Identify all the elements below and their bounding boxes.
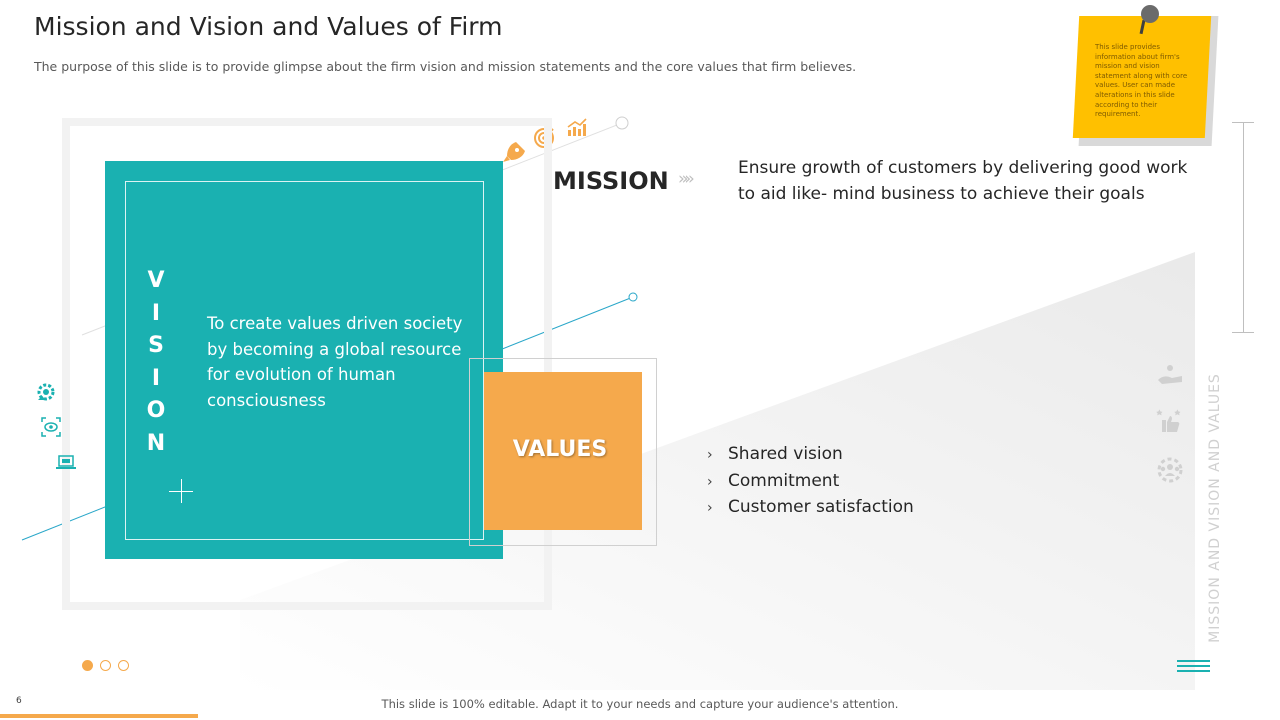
list-item: › Customer satisfaction [707,495,914,522]
vision-letter: O [146,398,166,423]
mission-statement: Ensure growth of customers by delivering… [738,158,1188,204]
vision-letter: I [151,300,161,326]
values-frame [469,358,657,546]
vision-inner-border [125,181,484,540]
values-box [484,372,642,530]
line-end-circle [628,292,638,302]
hand-coin-icon [1158,365,1182,384]
page-subtitle: The purpose of this slide is to provide … [34,59,857,74]
footer-text: This slide is 100% editable. Adapt it to… [381,697,899,711]
left-icons [37,383,76,469]
plus-icon [181,479,182,503]
vision-heading: V I S I O N [138,265,174,460]
list-item: › Commitment [707,469,914,496]
page-title: Mission and Vision and Values of Firm [34,12,503,41]
footer-accent-line [0,714,198,718]
vision-letter: I [151,365,161,391]
laptop-icon [56,455,76,469]
values-heading: VALUES [512,437,608,462]
value-item-text: Shared vision [728,444,843,464]
mission-heading: MISSION [553,167,669,195]
side-vertical-label: MISSION AND VISION AND VALUES [1207,373,1223,643]
bracket-cap-bottom [1232,332,1254,333]
menu-icon[interactable] [1177,660,1210,675]
team-gear-icon [1157,457,1183,483]
gear-person-icon [37,383,55,401]
page-number: 6 [16,696,22,706]
bracket-line [1243,122,1244,332]
vision-letter: N [146,430,166,456]
pushpin-icon [1141,5,1159,23]
bullet-chevron-icon: › [707,473,713,490]
thumbs-up-stars-icon [1156,409,1181,432]
values-list: › Shared vision › Commitment › Customer sat… [707,442,914,522]
chevron-right-icon: »» [678,169,695,189]
list-item: › Shared vision [707,442,914,469]
value-item-text: Customer satisfaction [728,497,914,517]
right-icons [1156,365,1183,483]
vision-letter: V [147,268,165,293]
vision-statement: To create values driven society by becom… [207,314,463,410]
grey-wedge [240,252,1195,690]
pagination-dot[interactable] [100,660,111,671]
pagination-dot-active[interactable] [82,660,93,671]
bullet-chevron-icon: › [707,447,713,463]
growth-chart-icon [567,118,587,136]
bracket-cap-top [1232,122,1254,123]
vision-box [105,161,503,559]
rocket-icon [503,142,525,162]
value-item-text: Commitment [728,470,840,491]
pagination-dots [82,660,129,671]
pagination-dot[interactable] [118,660,129,671]
vision-letter: S [148,333,164,358]
eye-focus-icon [41,417,61,437]
line-end-circle-grey [615,116,629,130]
bullet-chevron-icon: › [707,500,713,516]
vision-frame [62,118,552,610]
sticky-note-text: This slide provides information about fi… [1095,43,1188,119]
